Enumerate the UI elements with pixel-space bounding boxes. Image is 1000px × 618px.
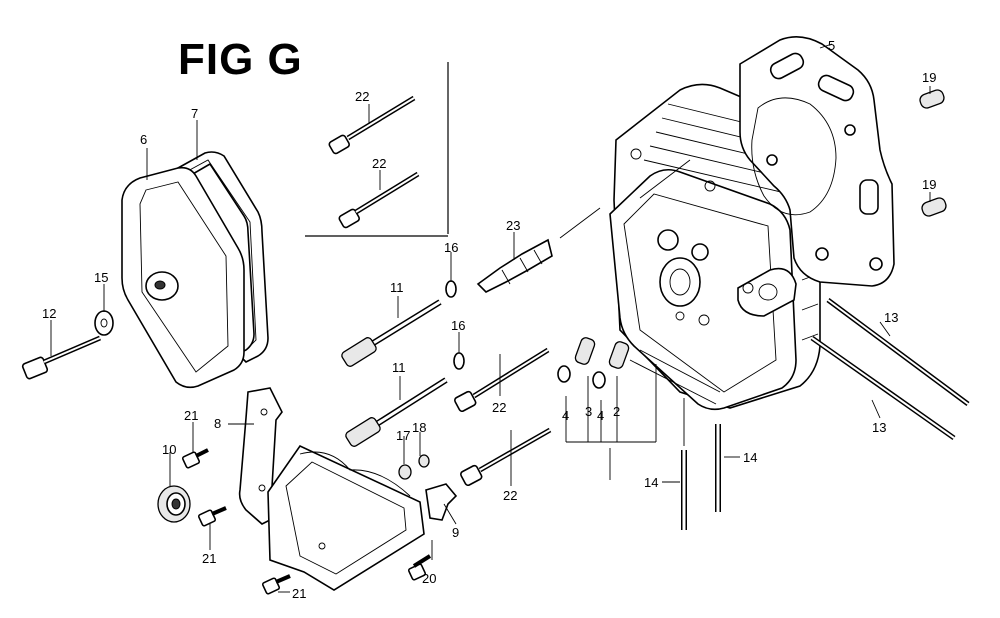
callout-6: 6: [140, 132, 147, 147]
callout-13b: 13: [872, 420, 886, 435]
leader-lines: [50, 43, 931, 593]
callout-5: 5: [828, 38, 835, 53]
cover-gasket-part: [176, 151, 269, 363]
callout-4a: 4: [562, 408, 569, 423]
valve-seal-part-a: [557, 365, 571, 383]
head-gasket-part: [739, 36, 895, 287]
stud-bolt-part-lower: [345, 377, 448, 447]
callout-9: 9: [452, 525, 459, 540]
clip-part: [425, 483, 458, 521]
push-rod-part-upper: [826, 297, 970, 407]
nut-part: [398, 464, 412, 480]
callout-2: 2: [613, 404, 620, 419]
flange-bolt-part-d: [407, 554, 432, 581]
callout-21a: 21: [184, 408, 198, 423]
flange-bolt-part-c: [261, 574, 291, 595]
valve-guide-part-a: [574, 337, 596, 365]
sealing-washer-part: [94, 310, 114, 336]
callout-21b: 21: [202, 551, 216, 566]
dowel-pin-part-lower: [921, 197, 947, 217]
cover-bolt-part: [21, 335, 101, 380]
inset-frame: [305, 62, 449, 237]
callout-23: 23: [506, 218, 520, 233]
callout-20: 20: [422, 571, 436, 586]
callout-12: 12: [42, 306, 56, 321]
callout-15: 15: [94, 270, 108, 285]
washer-part-lower: [453, 352, 465, 370]
callout-16b: 16: [451, 318, 465, 333]
dowel-pin-part-upper: [919, 89, 945, 109]
stud-bolt-part-upper: [341, 299, 442, 367]
callout-4b: 4: [597, 408, 604, 423]
callout-13a: 13: [884, 310, 898, 325]
callout-10: 10: [162, 442, 176, 457]
callout-11b: 11: [392, 360, 406, 375]
valve-seal-part-b: [592, 371, 606, 389]
spark-plug-part: [476, 238, 553, 293]
head-bolt-part-lower: [460, 427, 552, 487]
callout-19b: 19: [922, 177, 936, 192]
callout-labels: 2 3 4 4 5 6 7 8 9 10 11 11 12 13 13 14 1…: [42, 38, 936, 601]
callout-17: 17: [396, 428, 410, 443]
long-bolt-part-lower: [338, 171, 420, 229]
callout-11a: 11: [390, 280, 404, 295]
callout-19a: 19: [922, 70, 936, 85]
callout-22b: 22: [372, 156, 386, 171]
valve-guide-part-b: [608, 341, 630, 369]
long-bolt-part-upper: [328, 95, 416, 155]
valve-cover-part: [121, 166, 245, 389]
callout-21c: 21: [292, 586, 306, 601]
callout-16a: 16: [444, 240, 458, 255]
grommet-part: [157, 485, 191, 523]
figure-title: FIG G: [178, 35, 303, 84]
callout-7: 7: [191, 106, 198, 121]
callout-14b: 14: [743, 450, 757, 465]
callout-8: 8: [214, 416, 221, 431]
callout-22c: 22: [492, 400, 506, 415]
callout-14a: 14: [644, 475, 658, 490]
washer-part-upper: [445, 280, 457, 298]
breather-plate-part: [238, 387, 425, 591]
flange-bolt-part-a: [181, 448, 209, 469]
callout-18: 18: [412, 420, 426, 435]
callout-22a: 22: [355, 89, 369, 104]
small-nut-part: [418, 454, 430, 468]
push-rod-part-lower: [810, 335, 956, 441]
callout-3: 3: [585, 404, 592, 419]
flange-bolt-part-b: [197, 506, 227, 527]
callout-22d: 22: [503, 488, 517, 503]
head-bolt-part-upper: [454, 347, 550, 413]
